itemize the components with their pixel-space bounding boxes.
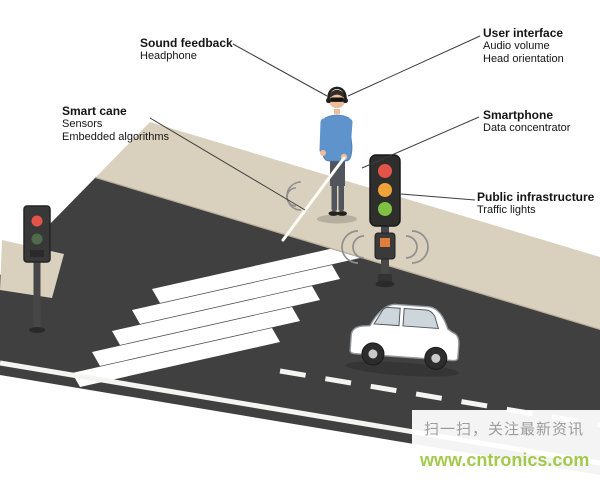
watermark-url: www.cntronics.com (420, 450, 590, 470)
callout-smart-cane: Smart cane Sensors Embedded algorithms (62, 104, 169, 144)
car-front-window (373, 306, 401, 327)
pedestrian-arm (319, 118, 328, 154)
pedestrian-leg (338, 184, 344, 211)
crosswalk-stripe (132, 265, 340, 324)
traffic-light-foot (375, 280, 395, 288)
pedestrian-shadow (317, 214, 357, 224)
scan-hint-text: 扫一扫，关注最新资讯 (424, 421, 585, 438)
signal-red-light (31, 215, 43, 227)
crosswalk-stripe (72, 328, 280, 387)
crosswalk-stripe (112, 286, 320, 345)
traffic-light-yellow (378, 183, 392, 197)
callout-line: Data concentrator (483, 122, 571, 134)
pedestrian-shoe (328, 211, 339, 216)
callout-title: Smart cane (62, 104, 127, 118)
car-rear-window (402, 307, 440, 329)
crosswalk-stripe (92, 307, 300, 366)
signal-base (29, 327, 45, 333)
traffic-light-green (378, 202, 392, 216)
connector-public-infrastructure (400, 193, 476, 201)
connector-sound-feedback (232, 43, 328, 97)
zebra-crossing (72, 244, 360, 387)
pedestrian-shoe (337, 211, 347, 216)
headphone-cup (342, 97, 348, 104)
pedestrian-arm (343, 118, 353, 154)
connectors (149, 35, 481, 211)
callout-title: User interface (483, 26, 564, 40)
car-wheel-hub (368, 349, 378, 359)
callout-line: Audio volume (483, 40, 550, 52)
callout-title: Public infrastructure (477, 190, 595, 204)
callout-line: Head orientation (483, 53, 564, 65)
car (345, 303, 460, 377)
wifi-waves-cane-icon (286, 181, 302, 211)
road-surface (0, 178, 600, 475)
connector-user-interface (347, 35, 481, 97)
callout-line: Traffic lights (477, 204, 536, 216)
callout-sound-feedback: Sound feedback Headphone (140, 36, 233, 63)
watermark-panel (412, 410, 600, 482)
connector-smart-cane (149, 117, 306, 211)
sunglasses (330, 97, 344, 102)
callout-line: Headphone (140, 50, 197, 62)
signal-pole (33, 250, 41, 330)
callout-smartphone: Smartphone Data concentrator (483, 108, 570, 135)
left-signal (0, 205, 64, 333)
pedestrian-neck (334, 109, 340, 114)
sidewalk (95, 122, 600, 330)
pedestrian-hair (328, 89, 346, 99)
wifi-waves-signal-icon (341, 230, 429, 264)
connector-smartphone (361, 116, 480, 169)
signal-button-box (30, 250, 44, 257)
traffic-light-base (378, 274, 392, 283)
pedestrian-hand (320, 150, 326, 156)
white-cane (281, 156, 346, 242)
callout-line: Sensors (62, 118, 103, 130)
pedestrian-unit-light (380, 238, 390, 247)
callout-public-infrastructure: Public infrastructure Traffic lights (477, 190, 594, 217)
headphone-cup (326, 97, 332, 104)
car-wheel-hub (431, 353, 441, 363)
signal-green-light (31, 233, 43, 245)
traffic-light-red (378, 164, 392, 178)
callout-title: Smartphone (483, 108, 554, 122)
callout-title: Sound feedback (140, 36, 233, 50)
lane-dashed-line (279, 368, 600, 428)
headphone-band (327, 86, 347, 100)
pedestrian-leg (331, 184, 337, 211)
callout-user-interface: User interface Audio volume Head orienta… (483, 26, 564, 66)
crosswalk-stripe (152, 244, 360, 303)
pedestrian (281, 86, 357, 242)
callout-line: Embedded algorithms (62, 131, 170, 143)
traffic-light (341, 154, 429, 288)
